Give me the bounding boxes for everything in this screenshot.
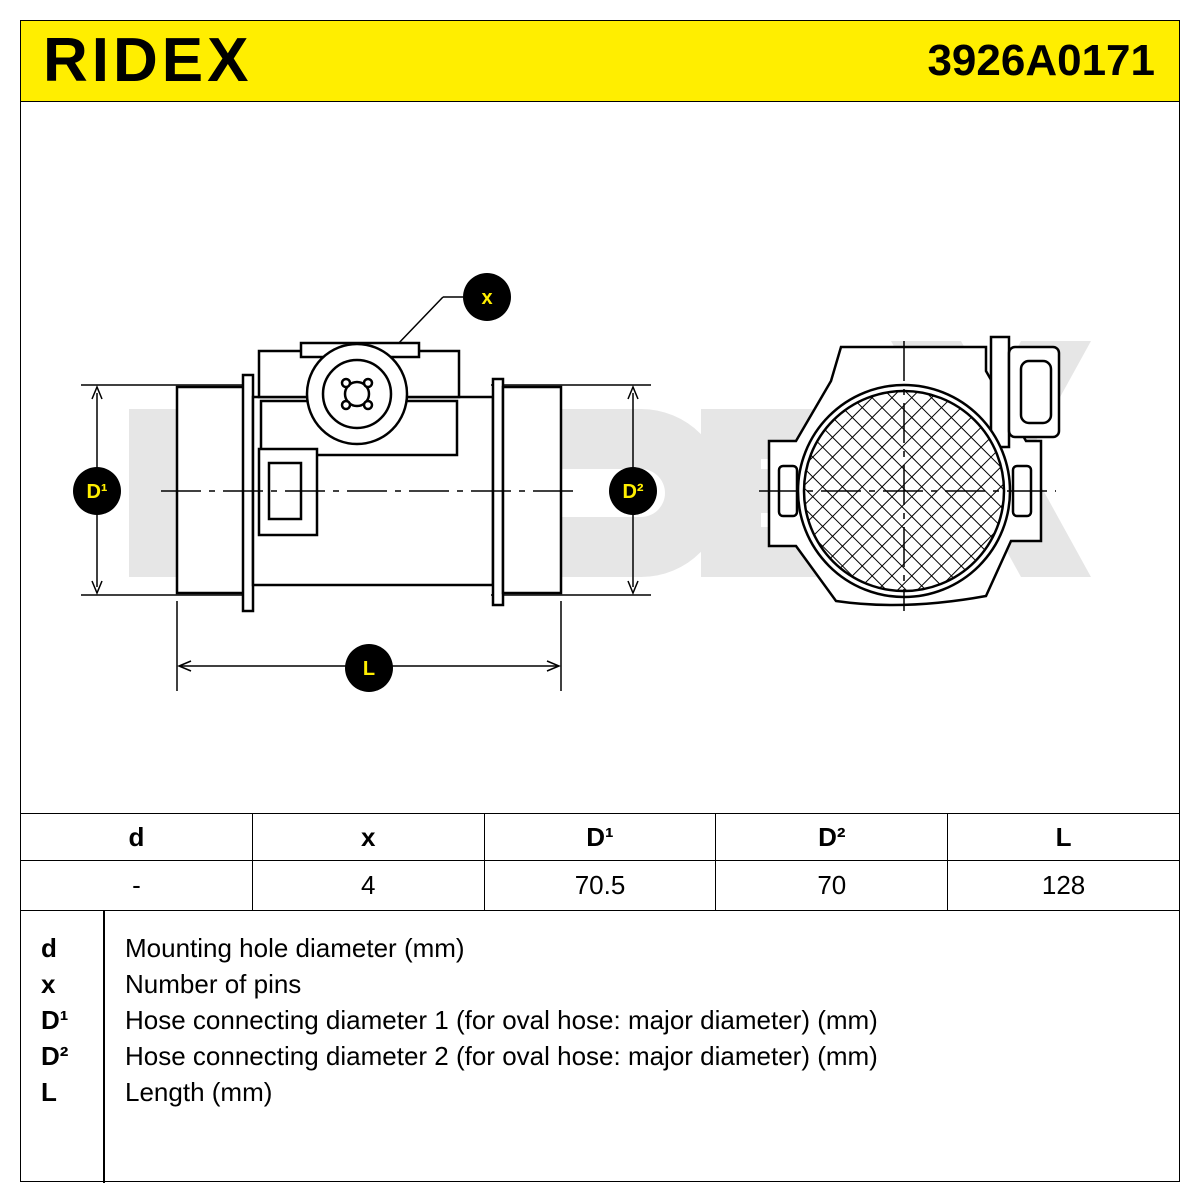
header-cell-d1: D¹ [485,814,717,860]
label-d1-text: D¹ [86,481,107,503]
legend-text: Number of pins [125,969,302,999]
drawing-svg: x D¹ D² L [73,273,1091,692]
label-d2-badge: D² [609,467,657,515]
legend-key: L [41,1077,57,1107]
side-view [175,341,563,613]
header-cell-d2: D² [716,814,949,860]
header-cell-l: L [1055,821,1072,852]
dimension-lines [81,296,651,691]
legend-text: Length (mm) [125,1077,273,1107]
label-x-badge: x [463,273,511,321]
legend-key: x [41,969,56,999]
legend-divider [103,911,105,1183]
header-bar: RIDEX 3926A0171 [21,21,1179,102]
label-d1-badge: D¹ [73,467,121,515]
header-cell-d: d [21,814,253,860]
label-l-text: L [363,658,375,680]
legend-text: Mounting hole diameter (mm) [125,933,465,963]
spec-table-values: - 4 70.5 70 128 [21,861,1179,911]
front-view [767,335,1061,607]
legend-text: Hose connecting diameter 2 (for oval hos… [125,1041,878,1071]
legend-key: D¹ [41,1005,69,1035]
legend-key: D² [41,1041,69,1071]
brand-logo: RIDEX [43,26,253,95]
value-cell-l: 128 [1041,870,1086,900]
label-d2-text: D² [622,481,643,503]
value-cell-d: - [21,861,253,910]
legend-text: Hose connecting diameter 1 (for oval hos… [125,1005,878,1035]
front-centerlines [759,341,1056,611]
value-cell-d1: 70.5 [485,861,717,910]
value-cell-d2: 70 [716,861,949,910]
header-cell-x: x [253,814,485,860]
technical-drawing: x D¹ D² L [21,101,1179,813]
datasheet-frame: RIDEX 3926A0171 [20,20,1180,1183]
legend-key: d [41,933,57,963]
spec-table-header: d x D¹ D² L [21,813,1179,861]
legend: d Mounting hole diameter (mm) x Number o… [21,911,1179,1183]
label-x-text: x [481,287,492,309]
part-number: 3926A0171 [927,36,1155,85]
value-cell-x: 4 [253,861,485,910]
label-l-badge: L [345,644,393,692]
